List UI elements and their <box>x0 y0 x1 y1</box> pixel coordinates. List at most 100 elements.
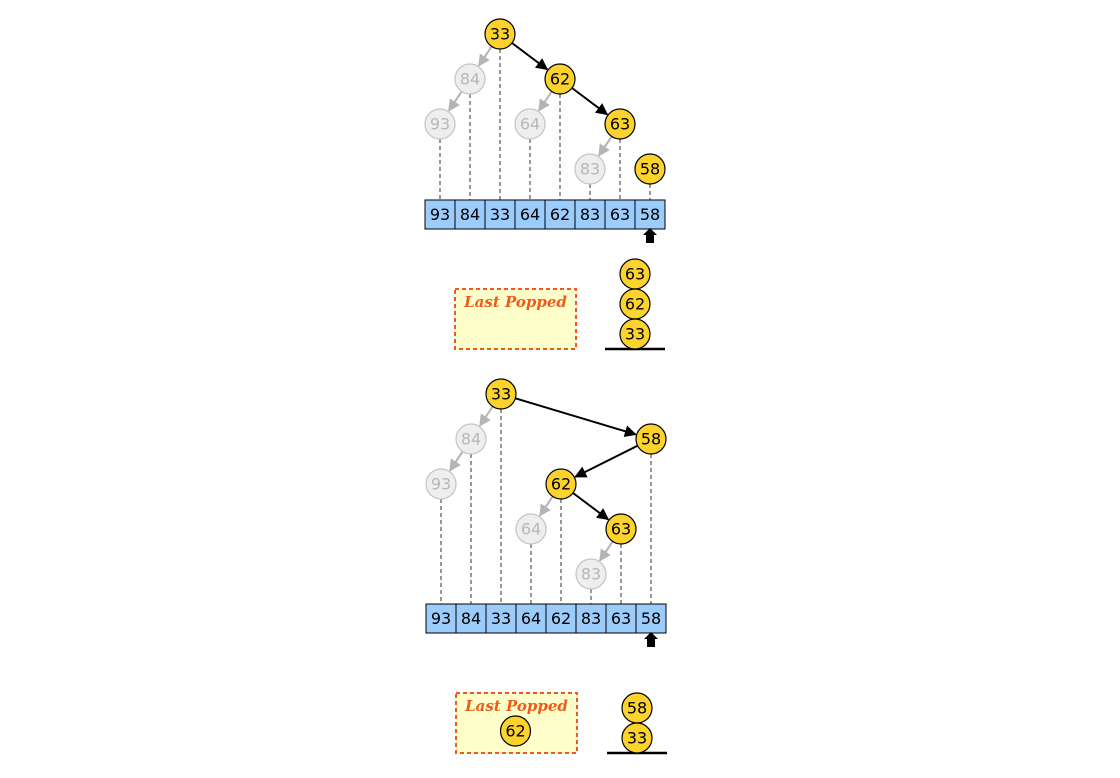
array-cell: 33 <box>485 603 517 634</box>
array-cell-box <box>635 603 667 634</box>
edge-33-to-62 <box>511 42 549 71</box>
node-to-array-links <box>439 49 651 200</box>
tree-node-33-label: 33 <box>491 385 511 404</box>
tree-node-84: 84 <box>455 423 487 455</box>
edge-33-to-58 <box>515 397 637 438</box>
tree-node-58-circle <box>635 423 667 455</box>
array-cell-value: 33 <box>491 609 511 628</box>
tree-node-64-circle <box>515 513 547 545</box>
tree-node-64-circle <box>514 108 546 140</box>
tree-node-33-label: 33 <box>490 25 510 44</box>
array-cell-box <box>574 199 606 230</box>
array-cell-value: 58 <box>640 205 660 224</box>
tree-node-63-label: 63 <box>611 520 631 539</box>
edge-84-to-93 <box>448 90 463 112</box>
last-popped-title: Last Popped <box>464 697 568 715</box>
array-cell: 93 <box>425 603 457 634</box>
tree-node-64-label: 64 <box>520 115 540 134</box>
array-cell: 83 <box>574 199 606 230</box>
array-cell-value: 83 <box>581 609 601 628</box>
tree-edges <box>449 397 639 562</box>
tree-node-33: 33 <box>484 18 516 50</box>
last-popped-box: Last Popped 62 <box>455 692 578 754</box>
array-cell: 63 <box>605 603 637 634</box>
tree-node-93: 93 <box>424 108 456 140</box>
array-cell-box <box>604 199 636 230</box>
array-cell: 83 <box>575 603 607 634</box>
array-cell: 58 <box>634 199 666 230</box>
tree-node-62-label: 62 <box>550 70 570 89</box>
tree-node-84-label: 84 <box>460 70 480 89</box>
array-cell: 64 <box>514 199 546 230</box>
tree-node-58: 58 <box>635 423 667 455</box>
array-cell-value: 64 <box>520 205 540 224</box>
stack-item-58-label: 58 <box>627 699 647 718</box>
tree-node-83: 83 <box>575 558 607 590</box>
last-popped-node-label: 62 <box>505 722 525 741</box>
tree-node-63: 63 <box>604 108 636 140</box>
edge-62-to-63 <box>572 492 610 521</box>
array-cell: 84 <box>454 199 486 230</box>
array-cell: 58 <box>635 603 667 634</box>
array-cell-value: 83 <box>580 205 600 224</box>
tree-node-62-label: 62 <box>551 475 571 494</box>
edge-63-to-83 <box>599 540 614 562</box>
array-cell-value: 33 <box>490 205 510 224</box>
tree-node-33-circle <box>485 378 517 410</box>
tree-node-93: 93 <box>425 468 457 500</box>
array-cell-box <box>515 603 547 634</box>
tree-node-58: 58 <box>634 153 666 185</box>
array-cell-box <box>485 603 517 634</box>
stack-item-33: 33 <box>621 722 653 754</box>
array-cell-value: 64 <box>521 609 541 628</box>
stack-item-33-label: 33 <box>627 729 647 748</box>
last-popped-frame <box>454 288 577 350</box>
node-to-array-links <box>440 409 652 604</box>
tree-node-84: 84 <box>454 63 486 95</box>
array-cell-box <box>424 199 456 230</box>
stack-item-33-label: 33 <box>625 325 645 344</box>
array-cell-box <box>544 199 576 230</box>
array-cell-value: 84 <box>460 205 480 224</box>
array-cell-box <box>545 603 577 634</box>
edge-33-to-84 <box>479 405 494 427</box>
tree-node-83: 83 <box>574 153 606 185</box>
array-cell-value: 93 <box>430 205 450 224</box>
array-cell: 33 <box>484 199 516 230</box>
last-popped-title: Last Popped <box>463 293 567 311</box>
tree-node-93-circle <box>424 108 456 140</box>
tree-node-93-label: 93 <box>430 115 450 134</box>
array-cell-value: 62 <box>551 609 571 628</box>
array-cell-value: 63 <box>610 205 630 224</box>
array-cell: 93 <box>424 199 456 230</box>
tree-node-63-label: 63 <box>610 115 630 134</box>
array-pointer-up-arrow-icon <box>644 632 658 647</box>
tree-node-93-circle <box>425 468 457 500</box>
array-cell-value: 63 <box>611 609 631 628</box>
tree-edges <box>448 42 613 157</box>
tree-node-63: 63 <box>605 513 637 545</box>
array-cell: 62 <box>545 603 577 634</box>
tree-node-93-label: 93 <box>431 475 451 494</box>
last-popped-node-circle <box>499 715 532 747</box>
array-pointer-up-arrow-icon <box>643 228 657 243</box>
tree-node-58-circle <box>634 153 666 185</box>
edge-58-to-62 <box>574 444 639 478</box>
last-popped-box: Last Popped <box>454 288 577 350</box>
tree-node-83-circle <box>575 558 607 590</box>
stack-item-63-label: 63 <box>625 265 645 284</box>
stack-item-58: 58 <box>621 692 653 724</box>
edge-63-to-83 <box>598 135 613 157</box>
stack-item-33-circle <box>619 318 651 350</box>
stack: 58 33 <box>607 692 667 755</box>
tree-node-64: 64 <box>514 108 546 140</box>
edge-33-to-84 <box>478 45 493 67</box>
stack-item-33-circle <box>621 722 653 754</box>
